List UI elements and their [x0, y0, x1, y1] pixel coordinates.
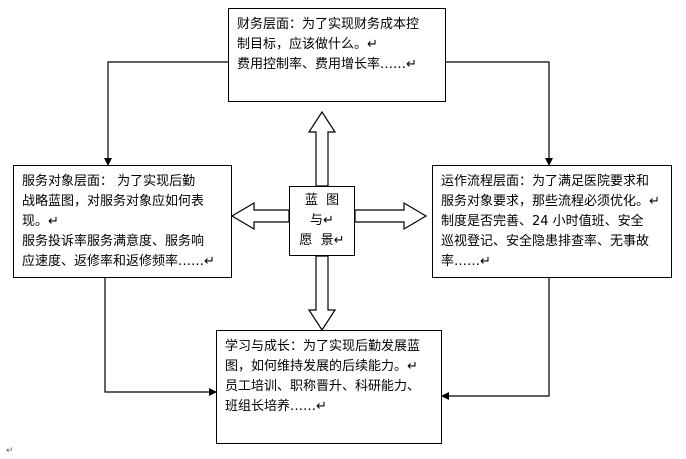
vision-line-2: 与↵: [310, 213, 334, 228]
vision-line-3: 愿 景↵: [299, 233, 345, 248]
service-line-2: 战略蓝图，对服务对象应如何表: [22, 194, 205, 209]
connector-top-left: [104, 58, 235, 166]
process-line-3: 制度是否完善、24 小时值班、安全: [441, 214, 644, 229]
learning-line-3: 员工培训、职称晋升、科研能力、: [225, 379, 421, 394]
process-line-1: 运作流程层面：为了满足医院要求和: [441, 174, 650, 189]
vision-line-1: 蓝 图: [304, 193, 340, 208]
learning-line-2: 图，如何维持发展的后续能力。↵: [225, 359, 418, 374]
service-line-3: 现。↵: [22, 214, 59, 229]
service-object-perspective-box: 服务对象层面： 为了实现后勤 战略蓝图，对服务对象应如何表 现。↵ 服务投诉率服…: [13, 165, 232, 278]
process-line-4: 巡视登记、安全隐患排查率、无事故: [441, 234, 650, 249]
connector-right-bottom: [441, 271, 553, 400]
connector-top-right: [439, 58, 553, 166]
block-arrow-up: [307, 110, 337, 187]
learning-line-4: 班组长培养……↵: [225, 399, 327, 414]
paragraph-mark: ↵: [6, 446, 14, 456]
block-arrow-right: [354, 201, 428, 231]
process-line-5: 率……↵: [441, 254, 491, 269]
service-line-1: 服务对象层面： 为了实现后勤: [22, 174, 196, 189]
service-line-5: 应速度、返修率和返修频率……↵: [22, 254, 215, 269]
finance-line-1: 财务层面：为了实现财务成本控: [237, 17, 420, 32]
finance-line-2: 制目标，应该做什么。↵: [237, 37, 378, 52]
service-line-4: 服务投诉率服务满意度、服务响: [22, 234, 205, 249]
vision-center-box: 蓝 图 与↵ 愿 景↵: [289, 186, 355, 256]
learning-line-1: 学习与成长：为了实现后勤发展蓝: [225, 339, 421, 354]
block-arrow-down: [307, 255, 337, 332]
process-line-2: 服务对象要求，那些流程必须优化。↵: [441, 194, 660, 209]
learning-growth-perspective-box: 学习与成长：为了实现后勤发展蓝 图，如何维持发展的后续能力。↵ 员工培训、职称晋…: [216, 330, 442, 444]
block-arrow-left: [230, 201, 290, 231]
finance-line-3: 费用控制率、费用增长率……↵: [237, 57, 417, 72]
connector-left-bottom: [101, 271, 217, 396]
finance-perspective-box: 财务层面：为了实现财务成本控 制目标，应该做什么。↵ 费用控制率、费用增长率………: [228, 8, 446, 102]
process-perspective-box: 运作流程层面：为了满足医院要求和 服务对象要求，那些流程必须优化。↵ 制度是否完…: [432, 165, 672, 278]
